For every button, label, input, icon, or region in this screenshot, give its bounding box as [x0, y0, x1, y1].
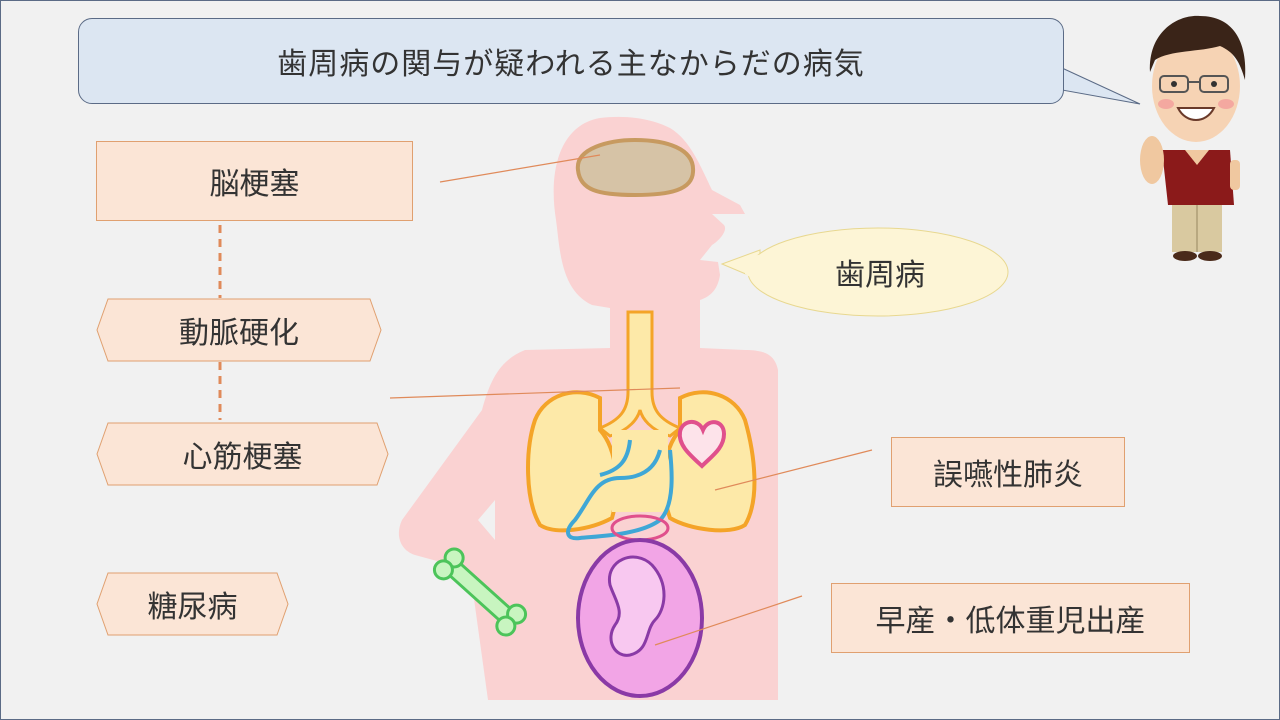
label-arteriosclerosis-text: 動脈硬化: [179, 316, 299, 351]
label-diabetes-shape: [96, 572, 289, 636]
connector-stroke: [439, 154, 601, 183]
title-bubble-tail: [1061, 67, 1141, 105]
label-stroke: 脳梗塞: [96, 141, 413, 221]
bone-icon: [432, 547, 528, 637]
label-aspiration-pneumonia: 誤嚥性肺炎: [891, 437, 1125, 507]
periodontal-bubble: [720, 227, 1009, 317]
body-notch: [478, 500, 495, 540]
connector-pneumonia: [714, 449, 873, 491]
connector-heart: [389, 387, 681, 399]
label-periodontal: 歯周病: [835, 258, 925, 293]
label-premature-birth: 早産・低体重児出産: [831, 583, 1190, 653]
label-myocardial-infarction: 心筋梗塞: [96, 422, 389, 486]
label-arteriosclerosis: 動脈硬化: [96, 298, 382, 362]
presenter-avatar: [1140, 15, 1246, 261]
stomach-icon: [566, 449, 674, 541]
page-title: 歯周病の関与が疑われる主なからだの病気: [78, 18, 1064, 104]
brain-icon: [575, 137, 696, 198]
label-diabetes: 糖尿病: [96, 572, 289, 636]
lungs-center: [612, 430, 668, 512]
trachea: [597, 310, 683, 438]
connector-premature: [654, 595, 803, 646]
label-myocardial-infarction-shape: [96, 422, 389, 486]
fetus-body: [608, 555, 666, 657]
heart-icon: [677, 420, 727, 469]
label-diabetes-text: 糖尿病: [147, 590, 238, 625]
label-myocardial-infarction-text: 心筋梗塞: [182, 440, 303, 475]
label-arteriosclerosis-shape: [96, 298, 382, 362]
